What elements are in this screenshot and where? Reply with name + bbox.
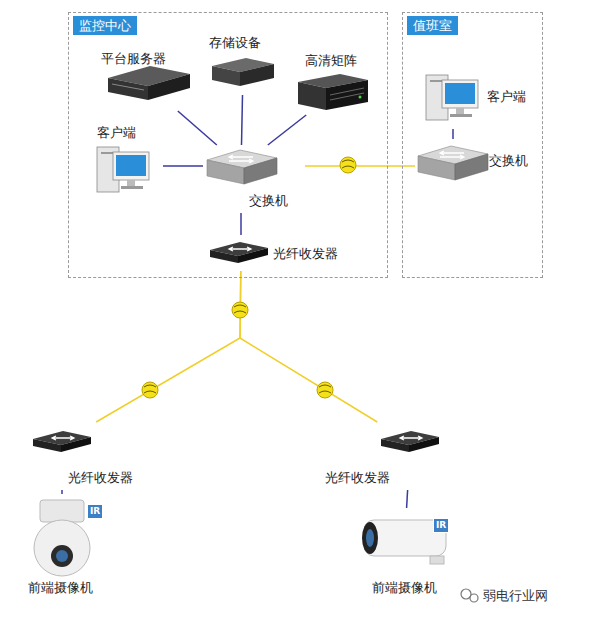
storage-node: 存储设备 <box>201 33 283 93</box>
ir-badge: IR <box>433 518 449 533</box>
node-label: 平台服务器 <box>101 51 166 67</box>
cable-line <box>61 490 63 494</box>
node-label: 高清矩阵 <box>305 53 357 69</box>
ir-badge: IR <box>87 504 103 519</box>
node-label: 光纤收发器 <box>273 246 338 262</box>
matrix-node: 高清矩阵 <box>293 51 375 113</box>
node-label: 存储设备 <box>209 35 261 51</box>
cable-line <box>163 165 203 167</box>
region-box: 监控中心平台服务器 存储设备高清矩阵客户端交换机光纤收发器 <box>68 12 388 278</box>
node-label: 光纤收发器 <box>325 470 390 486</box>
switch-node: 交换机 <box>205 147 303 211</box>
transceiver-node: 光纤收发器 <box>28 424 152 488</box>
region-box: 值班室客户端交换机 <box>402 12 543 278</box>
node-label: 前端摄像机 <box>28 580 93 596</box>
fiber-line <box>305 165 415 167</box>
matrix-icon <box>298 74 368 110</box>
dome-camera <box>34 500 90 576</box>
storage-icon <box>212 58 274 86</box>
node-label: 前端摄像机 <box>372 580 437 596</box>
cable-line <box>452 129 454 139</box>
watermark: 弱电行业网 <box>483 588 548 604</box>
cable-line <box>240 213 242 235</box>
fiber-line <box>96 271 241 422</box>
cable-line <box>242 95 243 145</box>
client-node: 客户端 <box>89 123 161 195</box>
region-title: 监控中心 <box>73 16 137 35</box>
watermark-icon <box>461 589 478 602</box>
node-label: 客户端 <box>97 125 136 141</box>
cable-line <box>407 490 408 508</box>
switch-node: 交换机 <box>417 141 541 183</box>
node-label: 交换机 <box>489 153 528 169</box>
transceiver-node: 光纤收发器 <box>207 237 357 269</box>
server-node: 平台服务器 <box>96 49 196 109</box>
fiber-line <box>240 271 377 422</box>
server-icon <box>108 66 190 100</box>
node-label: 客户端 <box>487 89 526 105</box>
node-label: 交换机 <box>249 193 288 209</box>
node-label: 光纤收发器 <box>68 470 133 486</box>
cable-line <box>178 111 217 145</box>
cable-line <box>268 115 306 145</box>
transceiver-node: 光纤收发器 <box>318 424 444 488</box>
region-title: 值班室 <box>407 16 458 35</box>
client-node: 客户端 <box>421 65 537 127</box>
